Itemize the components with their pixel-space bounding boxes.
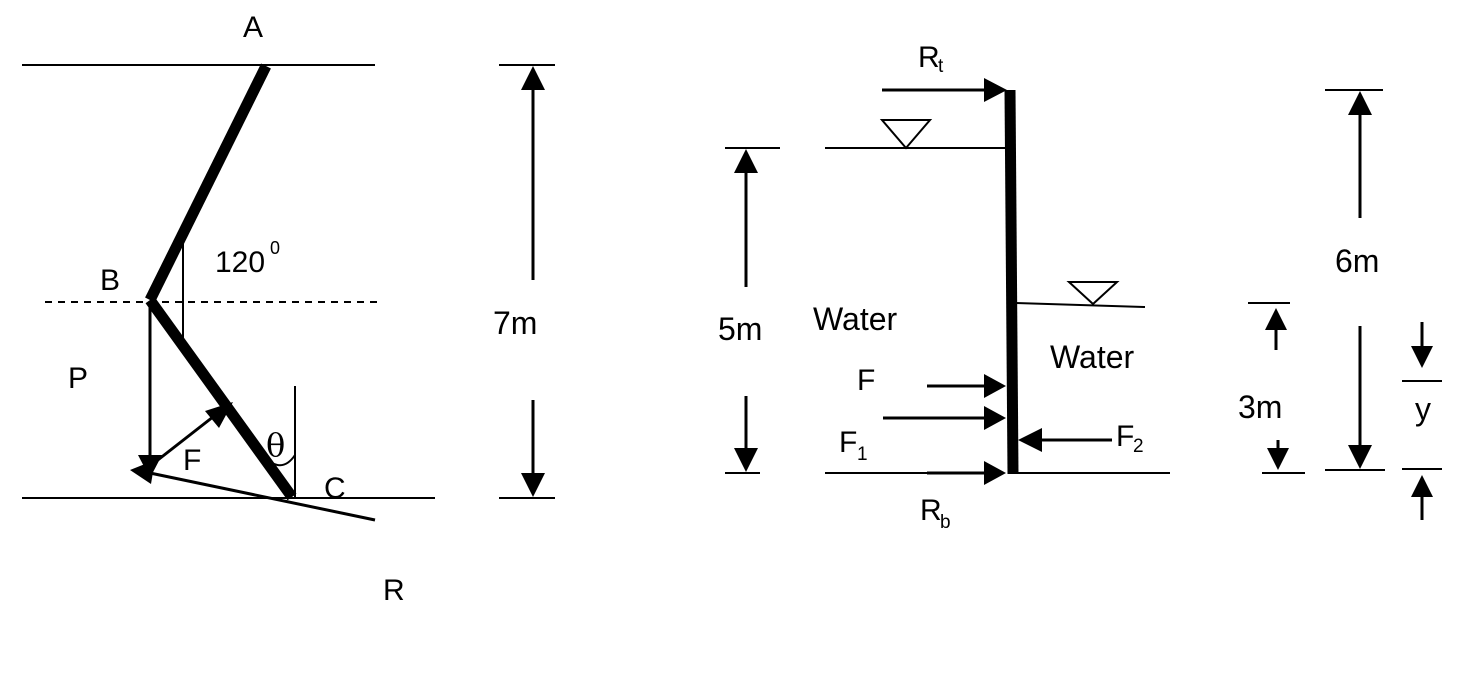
right-figure: 5m R t R b F F 1 F [718, 41, 1170, 533]
r-arrow-head [130, 460, 155, 484]
dim-6m-up-arrowhead [1348, 91, 1372, 115]
f2-arrow-head [1018, 428, 1042, 452]
dimension-3m: 3m [1238, 302, 1305, 474]
dim-3m-down-arrowhead [1267, 448, 1289, 470]
r-arrow-shaft [149, 471, 376, 522]
dim-y-label: y [1415, 391, 1431, 427]
label-rb: R [920, 494, 942, 527]
label-c: C [324, 472, 346, 505]
rb-arrow-head [984, 461, 1006, 485]
dim-3m-label: 3m [1238, 389, 1282, 425]
left-figure: A B C P F R θ 120 0 [22, 11, 435, 607]
label-f2-subscript: 2 [1133, 436, 1144, 457]
member-bc [145, 296, 297, 501]
dim-6m-label: 6m [1335, 243, 1379, 279]
dimension-7m: 7m [493, 64, 555, 499]
label-rt: R [918, 41, 940, 74]
gate-plate [1004, 89, 1019, 475]
dim-6m-down-arrowhead [1348, 445, 1372, 469]
label-rt-subscript: t [938, 56, 944, 77]
label-f2: F [1116, 420, 1134, 453]
label-a: A [243, 11, 263, 44]
rt-arrow-head [984, 78, 1007, 102]
dimension-y: y [1402, 322, 1442, 520]
dimension-6m: 6m [1325, 89, 1385, 471]
dim-7m-label: 7m [493, 305, 537, 341]
angle-degree-superscript: 0 [270, 238, 280, 258]
downstream-water-surface [1015, 302, 1146, 308]
label-f-force: F [857, 364, 875, 397]
theta-arc [271, 454, 296, 467]
dim-5m-down-arrowhead [734, 448, 758, 472]
dim-5m-up-arrowhead [734, 149, 758, 173]
label-b: B [100, 264, 120, 297]
label-rb-subscript: b [940, 512, 951, 533]
label-water-upstream: Water [813, 301, 898, 337]
downstream-water-level-symbol [1066, 281, 1120, 306]
label-theta: θ [266, 426, 285, 464]
dim-7m-up-arrowhead [521, 66, 545, 90]
angle-label: 120 [215, 246, 265, 279]
label-water-downstream: Water [1050, 339, 1135, 375]
dim-y-up-arrowhead [1411, 475, 1433, 497]
member-ab [145, 63, 271, 303]
f-arrow-head [205, 402, 233, 428]
dim-3m-up-arrowhead [1265, 308, 1287, 330]
f-force-arrow-head [984, 374, 1006, 398]
f-arrow-shaft [144, 411, 219, 472]
label-f1: F [839, 426, 857, 459]
label-r: R [383, 574, 405, 607]
dim-5m-label: 5m [718, 311, 762, 347]
label-f1-subscript: 1 [857, 444, 868, 465]
dim-y-down-arrowhead [1411, 346, 1433, 368]
label-f: F [183, 444, 201, 477]
f1-arrow-head [984, 406, 1006, 430]
upstream-water-level-symbol [879, 119, 933, 150]
dim-7m-down-arrowhead [521, 473, 545, 497]
label-p: P [68, 362, 88, 395]
